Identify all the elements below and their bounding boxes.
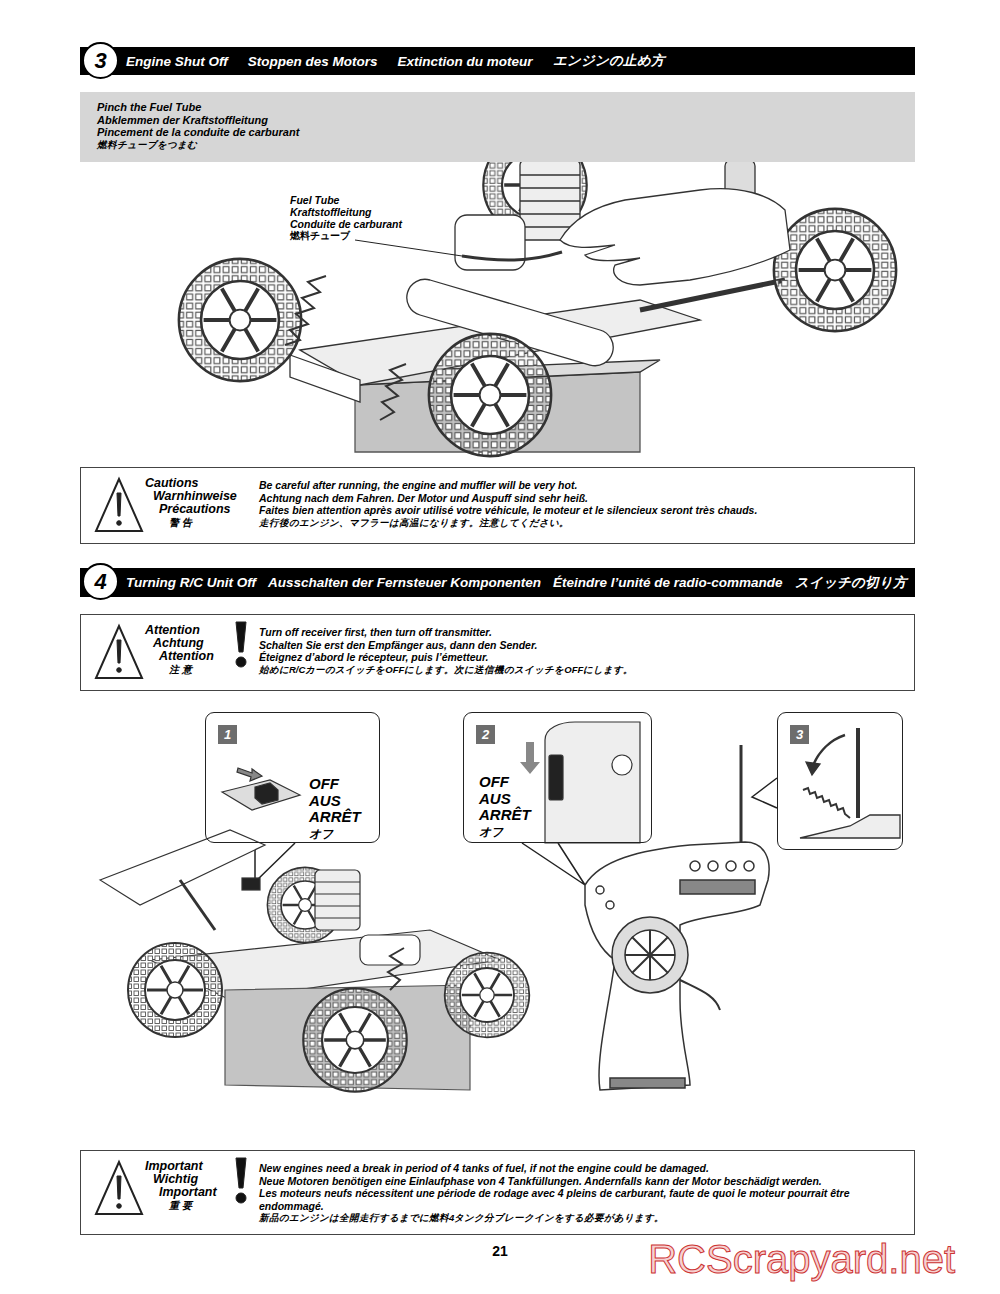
warning-label: Important [145,1186,217,1199]
warning-body: Turn off receiver first, then turn off t… [259,626,900,676]
step-badge: 2 [476,725,495,744]
off-label: OFF [309,776,361,793]
warning-text: 新品のエンジンは全開走行するまでに燃料4タンク分ブレークインをする必要があります… [259,1212,900,1225]
step-number: 2 [482,728,489,741]
section-heading: Extinction du moteur [398,54,533,69]
off-label-stack: OFFAUSARRÊTオフ [309,776,361,842]
off-label: ARRÊT [479,807,531,824]
section-heading: Ausschalten der Fernsteuer Komponenten [268,575,541,590]
warning-text: Turn off receiver first, then turn off t… [259,626,900,639]
heading-row: Engine Shut Off Stoppen des Motors Extinct… [126,47,665,75]
warning-label: 警 告 [145,516,237,529]
section-header: 3 Engine Shut Off Stoppen des Motors Extinc… [80,47,915,75]
important-box: ImportantWichtigImportant重 要New engines … [80,1150,915,1235]
warning-label: 注 意 [145,663,214,676]
warning-body: New engines need a break in period of 4 … [259,1162,900,1225]
warning-text: Neue Motoren benötigen eine Einlaufphase… [259,1175,900,1188]
off-label: オフ [479,824,531,841]
section-header: 4 Turning R/C Unit Off Ausschalten der Fer… [80,568,915,597]
attention-box: AttentionAchtungAttention注 意Turn off rec… [80,614,915,691]
part-label: Fuel Tube [290,194,339,206]
warning-labels: CautionsWarnhinweisePrécautions警 告 [145,477,237,529]
watermark: RCScrapyard.net [648,1237,955,1282]
off-label: AUS [479,791,531,808]
instruction-text: Pinch the Fuel Tube [97,101,898,114]
transmitter-illustration [585,745,769,1090]
part-label: 燃料チューブ [290,230,350,243]
warning-label: Précautions [145,503,237,516]
instruction-text: Pincement de la conduite de carburant [97,126,898,139]
warning-label: Warnhinweise [145,490,237,503]
section-heading: Éteindre l’unité de radio-commande [553,575,783,590]
warning-text: Faites bien attention après avoir utilis… [259,504,900,517]
warning-labels: ImportantWichtigImportant重 要 [145,1160,217,1212]
step-panel: 3 [777,712,903,850]
warning-label: 重 要 [145,1199,217,1212]
step-number: 1 [224,728,231,741]
off-label: OFF [479,774,531,791]
instruction-band: Pinch the Fuel TubeAbklemmen der Kraftst… [80,92,915,162]
warning-text: Éteignez d’abord le récepteur, puis l’ém… [259,651,900,664]
warning-labels: AttentionAchtungAttention注 意 [145,624,214,676]
heading-row: Turning R/C Unit Off Ausschalten der Fern… [126,568,907,597]
part-label: Kraftstoffleitung [290,206,371,218]
buggy-switch-illustration [100,830,529,1092]
warning-body: Be careful after running, the engine and… [259,479,900,529]
part-label: Conduite de carburant [290,218,402,230]
antenna-illustration [800,728,900,838]
warning-text: Schalten Sie erst den Empfänger aus, dan… [259,639,900,652]
warning-label: Attention [145,650,214,663]
warning-label: Achtung [145,637,214,650]
buggy-fuel-illustration [179,157,896,456]
warning-label: Cautions [145,477,237,490]
step-number: 4 [94,571,106,593]
warning-text: 走行後のエンジン、マフラーは高温になります。注意してください。 [259,517,900,530]
step-badge: 4 [82,563,119,600]
step-panel: 1OFFAUSARRÊTオフ [205,712,380,843]
step-badge: 1 [218,725,237,744]
section-heading: Turning R/C Unit Off [126,575,256,590]
off-label: ARRÊT [309,809,361,826]
step-panel: 2OFFAUSARRÊTオフ [463,712,652,843]
warning-text: Les moteurs neufs nécessitent une périod… [259,1187,900,1212]
switch-illustration [222,768,300,810]
warning-label: Important [145,1160,217,1173]
warning-text: 始めにR/CカーのスイッチをOFFにします。次に送信機のスイッチをOFFにします… [259,664,900,677]
off-label: AUS [309,793,361,810]
warning-label: Attention [145,624,214,637]
panel-pointers [255,778,777,885]
warning-text: Be careful after running, the engine and… [259,479,900,492]
step-badge: 3 [790,725,809,744]
warning-label: Wichtig [145,1173,217,1186]
leader-line [355,240,462,256]
warning-text: New engines need a break in period of 4 … [259,1162,900,1175]
caution-box: CautionsWarnhinweisePrécautions警 告 Be car… [80,467,915,544]
instruction-text: Abklemmen der Kraftstoffleitung [97,114,898,127]
transmitter-switch-illustration [520,722,640,843]
step-badge: 3 [82,42,119,79]
section-heading: Engine Shut Off [126,54,228,69]
step-number: 3 [796,728,803,741]
step-number: 3 [94,50,106,72]
section-heading: スイッチの切り方 [795,574,907,592]
section-heading: エンジンの止め方 [553,52,665,70]
warning-text: Achtung nach dem Fahren. Der Motor und A… [259,492,900,505]
off-label-stack: OFFAUSARRÊTオフ [479,774,531,840]
off-label: オフ [309,826,361,843]
instruction-text: 燃料チューブをつまむ [97,139,898,152]
section-heading: Stoppen des Motors [248,54,378,69]
